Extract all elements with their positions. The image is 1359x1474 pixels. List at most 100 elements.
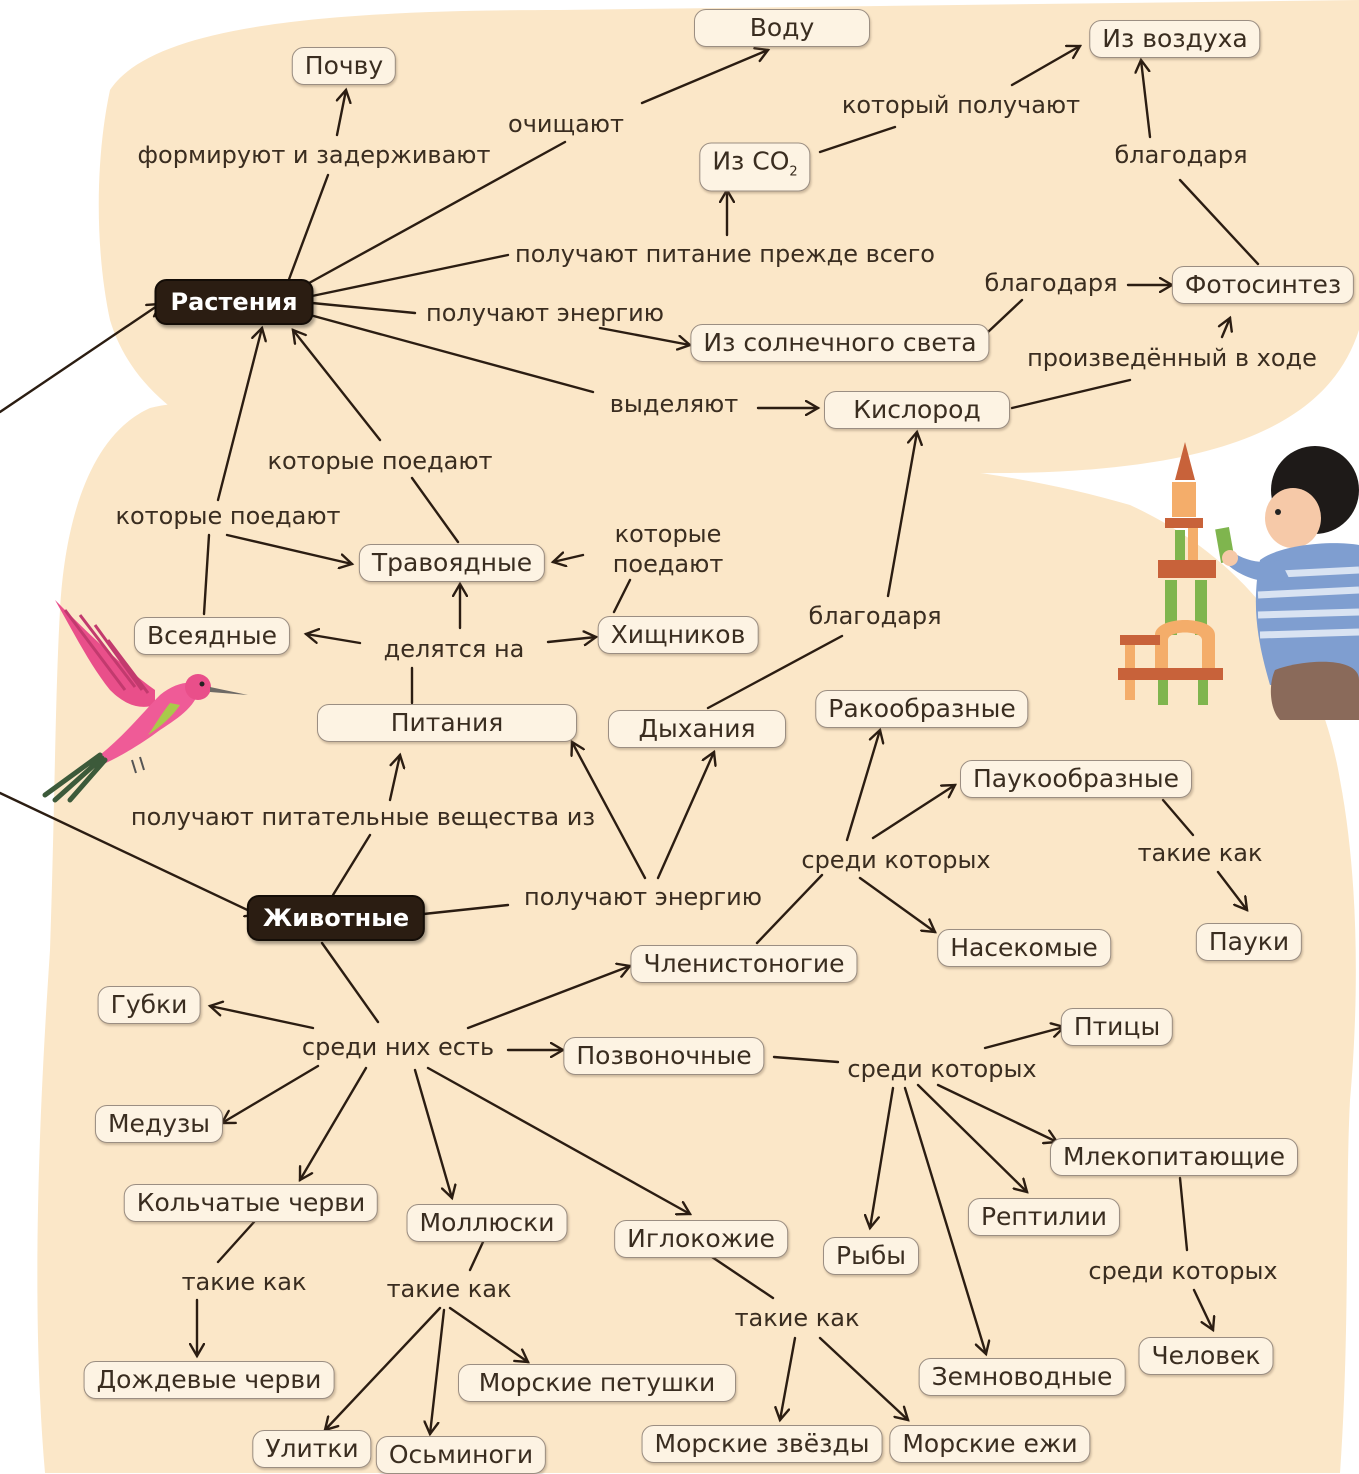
node-insects: Насекомые xyxy=(937,929,1111,967)
label-among-them: среди них есть xyxy=(301,1033,495,1061)
edge-animals-nutrients xyxy=(331,833,372,897)
node-mammals: Млекопитающие xyxy=(1049,1138,1299,1176)
node-animals: Животные xyxy=(246,895,426,941)
edge-form-soil xyxy=(337,90,346,137)
child-face xyxy=(1265,488,1321,548)
edge-amongthem-arthro xyxy=(466,966,630,1030)
edge-among-human xyxy=(1192,1288,1213,1330)
child-hand xyxy=(1222,550,1238,566)
label-such-as-worms: такие как xyxy=(181,1268,307,1296)
node-oxygen: Кислород xyxy=(824,391,1010,429)
node-amphibians: Земноводные xyxy=(918,1358,1126,1396)
label-produced: произведённый в ходе xyxy=(1027,344,1317,372)
label-such-as-echino: такие как xyxy=(734,1304,860,1332)
hummingbird-tail xyxy=(42,752,108,803)
edge-among-arach xyxy=(871,785,955,840)
label-eaten-1: которые поедают xyxy=(267,447,493,475)
edge-such-spiders xyxy=(1216,870,1247,910)
node-reptiles: Рептилии xyxy=(967,1198,1121,1236)
hummingbird-green-patch xyxy=(148,703,180,735)
edge-vert-among xyxy=(772,1055,840,1064)
edge-such-starfish xyxy=(780,1336,797,1420)
edge-arach-such xyxy=(1161,798,1195,837)
edge-plants-energy xyxy=(310,301,417,315)
node-sea-cockerels: Морские петушки xyxy=(458,1364,736,1402)
node-water: Воду xyxy=(694,9,870,47)
edge-amongthem-jelly xyxy=(222,1064,320,1123)
label-form-hold: формируют и задерживают xyxy=(137,141,491,169)
node-from-co2-text: Из CO xyxy=(712,146,790,176)
label-get-energy-plants: получают энергию xyxy=(426,299,664,327)
edge-energy-nutrition xyxy=(572,742,647,880)
node-mollusks: Моллюски xyxy=(406,1204,568,1242)
label-get-food: получают питание прежде всего xyxy=(515,240,935,268)
tower-block-red-2 xyxy=(1158,560,1216,578)
node-vertebrates: Позвоночные xyxy=(563,1037,765,1075)
child-stripes xyxy=(1257,566,1359,639)
child-legs xyxy=(1270,661,1359,720)
label-thanks-resp: благодаря xyxy=(808,602,942,630)
edge-plants-purify xyxy=(298,140,567,290)
node-snails: Улитки xyxy=(252,1430,372,1468)
edge-pred-eaten xyxy=(612,578,632,614)
label-eaten-3: которые поедают xyxy=(612,520,724,578)
tower-arch xyxy=(1155,620,1215,670)
tower-block-green-4 xyxy=(1158,680,1168,705)
tower-block-top xyxy=(1172,482,1196,517)
node-echinoderms: Иглокожие xyxy=(614,1220,788,1258)
tower-block-red-3 xyxy=(1120,635,1160,645)
edge-energy-resp xyxy=(656,752,714,880)
edge-among-birds xyxy=(983,1027,1064,1050)
edge-among-crust xyxy=(845,730,880,842)
edge-thanks-oxygen xyxy=(886,432,917,598)
label-get-energy-animals: получают энергию xyxy=(524,883,762,911)
plants-band xyxy=(98,0,1359,476)
edge-such-seacock xyxy=(448,1306,528,1362)
node-starfish: Морские звёзды xyxy=(641,1425,883,1463)
node-soil: Почву xyxy=(291,47,397,85)
edge-among-reptiles xyxy=(916,1083,1027,1192)
edge-co2-which xyxy=(818,125,897,154)
edge-sun-thanks xyxy=(986,298,1024,334)
edge-echino-such xyxy=(710,1255,775,1300)
node-from-sunlight: Из солнечного света xyxy=(690,324,990,362)
edge-oxygen-produced xyxy=(1010,378,1132,410)
edge-which-air xyxy=(1010,46,1080,87)
tower-spire xyxy=(1175,442,1195,480)
tower-block-orange-1 xyxy=(1188,528,1198,560)
edge-divided-pred xyxy=(546,637,596,642)
edge-purify-water xyxy=(640,50,768,105)
node-sponges: Губки xyxy=(97,986,201,1024)
edge-among-mammals xyxy=(936,1083,1057,1142)
edge-mammals-among xyxy=(1178,1176,1189,1252)
edge-animals-energy xyxy=(412,903,510,917)
edge-plants-emit xyxy=(308,313,595,394)
edge-eaten2-plants xyxy=(293,330,382,442)
edge-amongthem-annelids xyxy=(300,1066,368,1180)
hummingbird-illustration xyxy=(42,600,248,803)
hummingbird-head xyxy=(185,674,211,700)
label-among-arthro: среди которых xyxy=(801,846,991,874)
label-thanks-photo: благодаря xyxy=(984,269,1118,297)
edge-among-insects xyxy=(858,876,935,932)
node-from-co2-subscript: 2 xyxy=(789,164,798,180)
label-purify: очищают xyxy=(508,110,624,138)
child-tower-illustration xyxy=(1118,442,1359,720)
hummingbird-feet xyxy=(131,756,145,774)
node-herbivores: Травоядные xyxy=(358,544,546,582)
label-which-get: который получают xyxy=(841,91,1081,119)
label-get-nutrients: получают питательные вещества из xyxy=(130,803,596,831)
node-birds: Птицы xyxy=(1060,1008,1174,1046)
label-divided: делятся на xyxy=(383,635,525,663)
label-among-vert: среди которых xyxy=(847,1055,1037,1083)
edge-animals-amongthem xyxy=(320,941,380,1024)
node-from-co2: Из CO2 xyxy=(699,142,811,192)
label-among-mammals: среди которых xyxy=(1088,1257,1278,1285)
node-spiders: Пауки xyxy=(1195,923,1303,961)
label-thanks-air: благодаря xyxy=(1114,141,1248,169)
edge-photo-thanks xyxy=(1178,178,1260,266)
edge-thanks-air xyxy=(1141,60,1152,139)
tower-block-red-1 xyxy=(1165,518,1203,528)
edge-eaten3-herb xyxy=(553,555,585,562)
